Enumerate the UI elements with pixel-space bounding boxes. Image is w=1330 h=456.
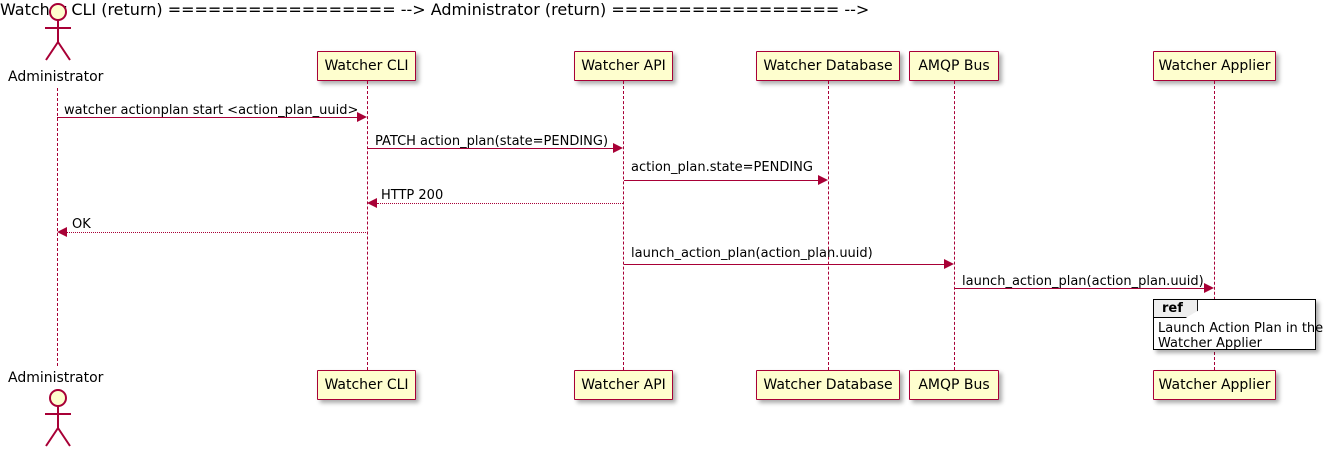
ref-fragment-box: ref: [1153, 299, 1316, 350]
message-2-arrowhead: [613, 143, 623, 153]
message-6-label: launch_action_plan(action_plan.uuid): [631, 246, 873, 261]
participant-watcher-api-bottom-label: Watcher API: [581, 377, 666, 393]
message-2-line: [368, 148, 616, 149]
participant-watcher-cli-bottom[interactable]: Watcher CLI: [317, 370, 416, 400]
lifeline-watcher-database: [828, 81, 829, 370]
message-1-line: [57, 117, 360, 118]
participant-watcher-database-bottom[interactable]: Watcher Database: [756, 370, 900, 400]
participant-watcher-applier-top[interactable]: Watcher Applier: [1153, 51, 1276, 81]
actor-administrator-top-figure: [45, 3, 71, 61]
ref-fragment-body-line-1: Launch Action Plan in the: [1158, 321, 1324, 336]
participant-watcher-cli-bottom-label: Watcher CLI: [324, 377, 409, 393]
participant-amqp-bus-bottom[interactable]: AMQP Bus: [909, 370, 999, 400]
message-2-label: PATCH action_plan(state=PENDING): [375, 134, 609, 149]
participant-watcher-cli-top[interactable]: Watcher CLI: [317, 51, 416, 81]
participant-watcher-database-bottom-label: Watcher Database: [763, 377, 893, 393]
lifeline-watcher-applier: [1214, 81, 1215, 370]
participant-watcher-api-bottom[interactable]: Watcher API: [574, 370, 673, 400]
participant-watcher-api-top-label: Watcher API: [581, 58, 666, 74]
ref-fragment-body-line-2: Watcher Applier: [1158, 336, 1262, 351]
participant-watcher-applier-bottom[interactable]: Watcher Applier: [1153, 370, 1276, 400]
participant-watcher-applier-bottom-label: Watcher Applier: [1158, 377, 1271, 393]
participant-watcher-applier-top-label: Watcher Applier: [1158, 58, 1271, 74]
participant-watcher-api-top[interactable]: Watcher API: [574, 51, 673, 81]
lifeline-watcher-api: [623, 81, 624, 370]
participant-watcher-database-top-label: Watcher Database: [763, 58, 893, 74]
message-4-label: HTTP 200: [381, 188, 444, 203]
message-7-line: [955, 288, 1204, 289]
lifeline-watcher-cli: [367, 81, 368, 370]
message-5-line: [67, 232, 368, 233]
ref-fragment-tab: ref: [1154, 300, 1198, 318]
message-3-arrowhead: [818, 175, 828, 185]
actor-administrator-top-label: Administrator: [8, 69, 104, 85]
participant-watcher-cli-top-label: Watcher CLI: [324, 58, 409, 74]
message-5-arrowhead: [57, 227, 67, 237]
message-1-arrowhead: [357, 112, 367, 122]
actor-administrator-bottom-figure: [45, 389, 71, 447]
lifeline-amqp-bus: [954, 81, 955, 370]
participant-watcher-database-top[interactable]: Watcher Database: [756, 51, 900, 81]
message-7-arrowhead: [1204, 283, 1214, 293]
participant-amqp-bus-top[interactable]: AMQP Bus: [909, 51, 999, 81]
message-6-line: [624, 264, 947, 265]
message-3-label: action_plan.state=PENDING: [631, 160, 813, 175]
message-4-arrowhead: [367, 198, 377, 208]
participant-amqp-bus-bottom-label: AMQP Bus: [918, 377, 990, 393]
message-3-line: [624, 180, 821, 181]
message-6-arrowhead: [944, 259, 954, 269]
participant-amqp-bus-top-label: AMQP Bus: [918, 58, 990, 74]
actor-administrator-bottom-label: Administrator: [8, 370, 104, 386]
message-7-label: launch_action_plan(action_plan.uuid): [962, 274, 1204, 289]
message-4-line: [377, 203, 623, 204]
message-5-label: OK: [72, 217, 91, 232]
message-1-label: watcher actionplan start <action_plan_uu…: [64, 103, 359, 118]
